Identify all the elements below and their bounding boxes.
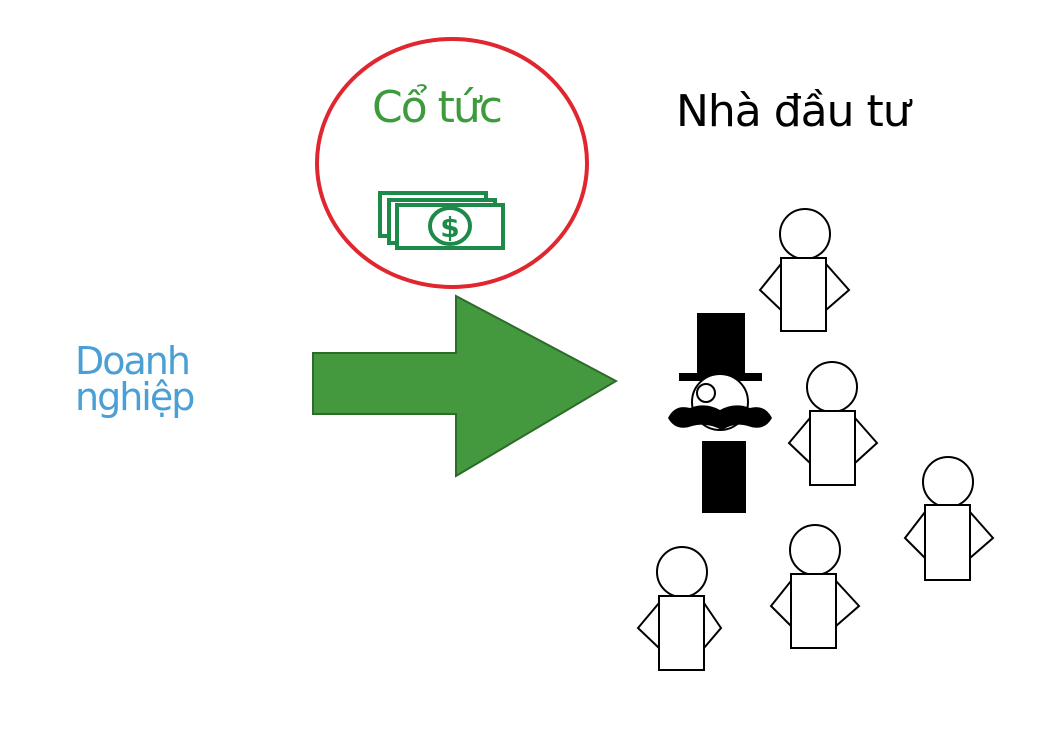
company-label-line2: nghiệp [75,375,195,419]
svg-text:$: $ [440,211,459,244]
company-label-line1: Doanh [75,339,191,383]
person-icon [787,361,879,486]
dividend-label: Cổ tức [372,82,503,133]
flow-arrow [312,294,619,478]
highlight-circle [315,37,589,289]
person-icon [636,546,723,671]
tycoon-icon [668,313,772,513]
company-label: Doanh nghiệp [75,339,195,419]
money-bills-icon: $ [378,191,505,250]
investors-label: Nhà đầu tư [676,86,911,137]
person-icon [769,524,861,649]
person-icon [903,456,995,581]
person-icon [758,208,851,332]
